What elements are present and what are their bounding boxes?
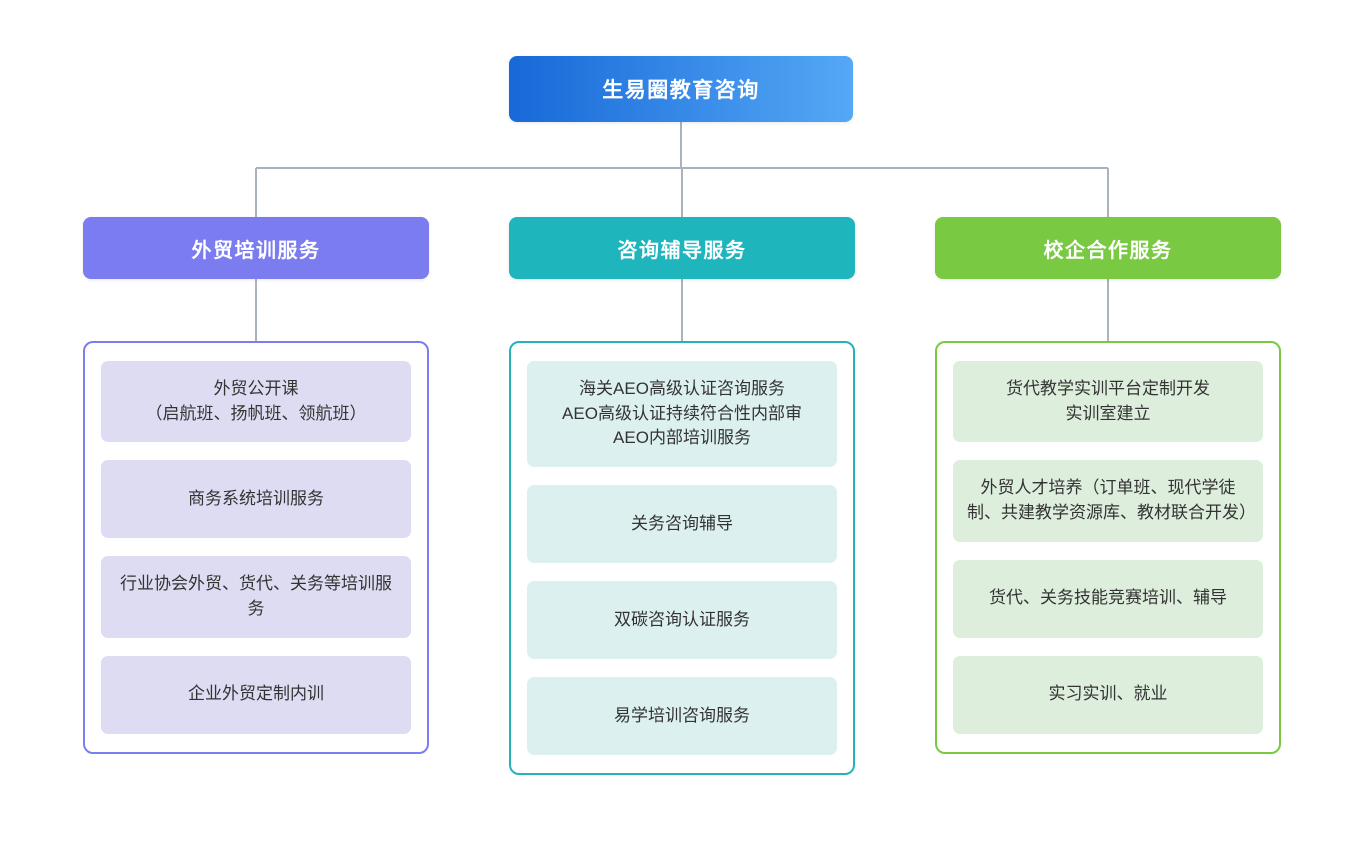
category-header-foreign-trade-training[interactable]: 外贸培训服务 xyxy=(83,217,429,279)
service-item-label: 关务咨询辅导 xyxy=(631,513,733,533)
service-item[interactable]: 双碳咨询认证服务 xyxy=(527,580,837,659)
service-item[interactable]: 企业外贸定制内训 xyxy=(101,655,411,734)
service-item-label: 商务系统培训服务 xyxy=(188,488,324,508)
root-node-label: 生易圈教育咨询 xyxy=(602,79,760,102)
category-header-label: 咨询辅导服务 xyxy=(617,239,747,262)
branch-column-1: 咨询辅导服务海关AEO高级认证咨询服务 AEO高级认证持续符合性内部审 AEO内… xyxy=(509,217,855,775)
category-header-label: 外贸培训服务 xyxy=(191,239,321,262)
service-item-label: 易学培训咨询服务 xyxy=(614,705,750,725)
service-item-label: 货代教学实训平台定制开发 实训室建立 xyxy=(1006,379,1210,423)
service-item[interactable]: 行业协会外贸、货代、关务等培训服务 xyxy=(101,556,411,638)
category-header-consulting-tutoring[interactable]: 咨询辅导服务 xyxy=(509,217,855,279)
service-item-label: 海关AEO高级认证咨询服务 AEO高级认证持续符合性内部审 AEO内部培训服务 xyxy=(562,379,802,448)
service-item[interactable]: 外贸人才培养（订单班、现代学徒制、共建教学资源库、教材联合开发） xyxy=(953,460,1263,542)
items-container-foreign-trade-training: 外贸公开课 （启航班、扬帆班、领航班） 商务系统培训服务行业协会外贸、货代、关务等… xyxy=(83,341,429,754)
items-container-consulting-tutoring: 海关AEO高级认证咨询服务 AEO高级认证持续符合性内部审 AEO内部培训服务关… xyxy=(509,341,855,775)
items-container-school-enterprise-cooperation: 货代教学实训平台定制开发 实训室建立外贸人才培养（订单班、现代学徒制、共建教学资… xyxy=(935,341,1281,754)
category-header-school-enterprise-cooperation[interactable]: 校企合作服务 xyxy=(935,217,1281,279)
service-item[interactable]: 外贸公开课 （启航班、扬帆班、领航班） xyxy=(101,361,411,443)
service-item[interactable]: 货代教学实训平台定制开发 实训室建立 xyxy=(953,361,1263,443)
category-header-label: 校企合作服务 xyxy=(1043,239,1173,262)
service-item-label: 实习实训、就业 xyxy=(1048,684,1168,704)
service-item-label: 外贸人才培养（订单班、现代学徒制、共建教学资源库、教材联合开发） xyxy=(967,478,1256,522)
branch-column-0: 外贸培训服务外贸公开课 （启航班、扬帆班、领航班） 商务系统培训服务行业协会外贸、… xyxy=(83,217,429,754)
branch-column-2: 校企合作服务货代教学实训平台定制开发 实训室建立外贸人才培养（订单班、现代学徒制… xyxy=(935,217,1281,754)
service-item[interactable]: 实习实训、就业 xyxy=(953,655,1263,734)
service-item-label: 货代、关务技能竞赛培训、辅导 xyxy=(989,588,1227,608)
service-item[interactable]: 商务系统培训服务 xyxy=(101,460,411,539)
service-item[interactable]: 货代、关务技能竞赛培训、辅导 xyxy=(953,559,1263,638)
service-item-label: 双碳咨询认证服务 xyxy=(614,609,750,629)
service-item-label: 外贸公开课 （启航班、扬帆班、领航班） xyxy=(145,379,367,423)
root-node[interactable]: 生易圈教育咨询 xyxy=(509,56,853,122)
service-item-label: 行业协会外贸、货代、关务等培训服务 xyxy=(120,574,392,618)
service-item-label: 企业外贸定制内训 xyxy=(188,684,324,704)
service-item[interactable]: 海关AEO高级认证咨询服务 AEO高级认证持续符合性内部审 AEO内部培训服务 xyxy=(527,361,837,467)
service-item[interactable]: 易学培训咨询服务 xyxy=(527,676,837,755)
service-item[interactable]: 关务咨询辅导 xyxy=(527,484,837,563)
